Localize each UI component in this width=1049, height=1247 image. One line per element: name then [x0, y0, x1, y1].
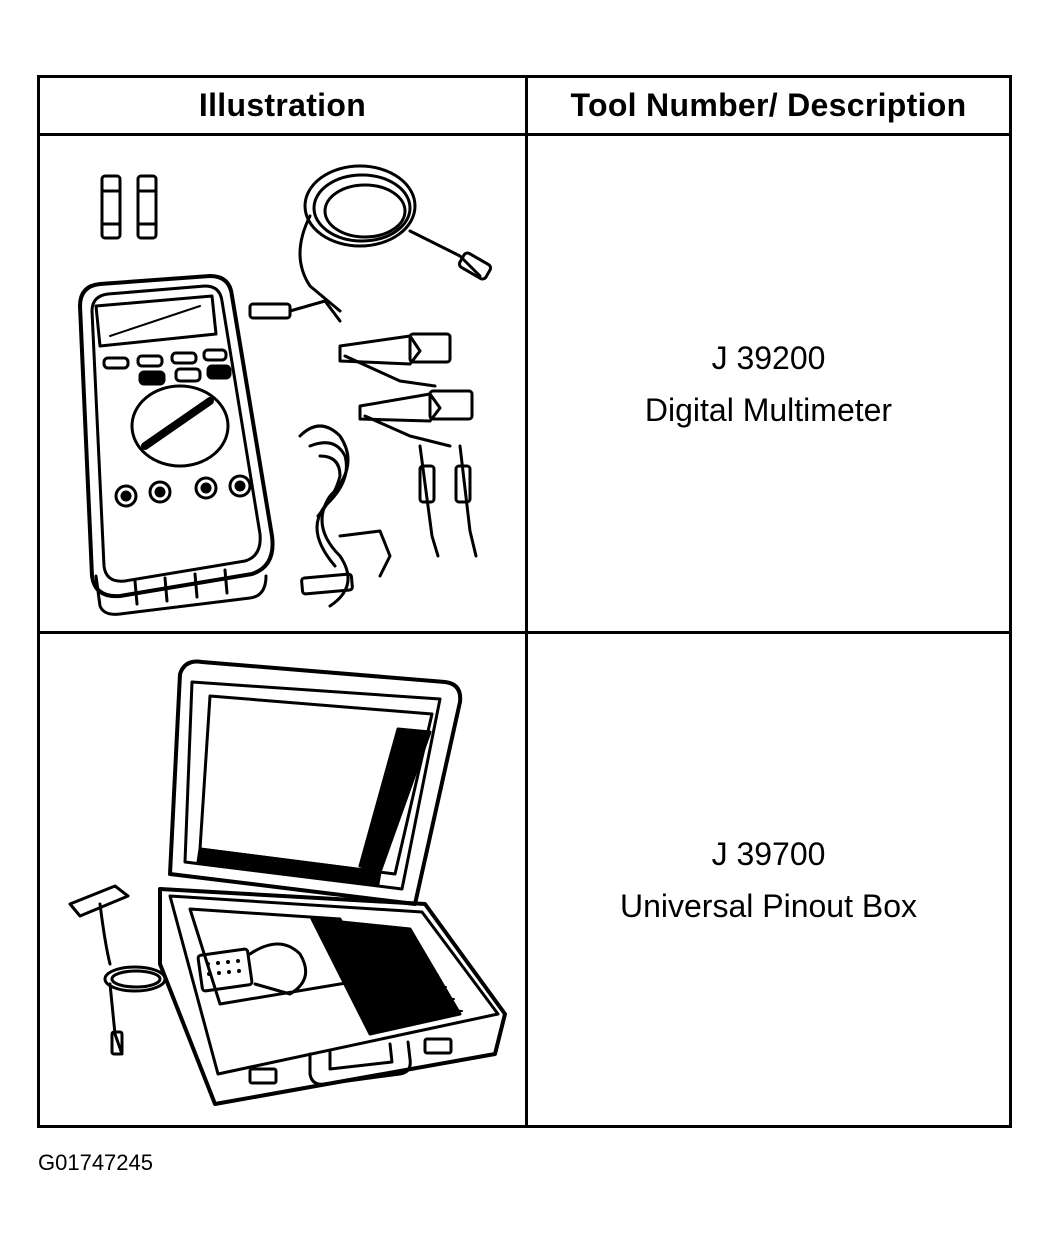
table-row: J 39200 Digital Multimeter	[40, 136, 1009, 634]
table-header-row: Illustration Tool Number/ Description	[40, 78, 1009, 136]
illustration-cell	[40, 634, 525, 1125]
tool-description: Universal Pinout Box	[619, 887, 918, 924]
illustration-cell	[40, 136, 525, 631]
tools-table: Illustration Tool Number/ Description	[37, 75, 1012, 1128]
tool-description: Digital Multimeter	[644, 391, 893, 428]
description-header: Tool Number/ Description	[570, 87, 967, 123]
description-cell: J 39700 Universal Pinout Box	[528, 634, 1009, 1125]
pinout-box-case-icon	[68, 659, 507, 1106]
description-cell: J 39200 Digital Multimeter	[528, 136, 1009, 631]
figure-code: G01747245	[38, 1150, 153, 1175]
tool-number: J 39200	[711, 339, 826, 376]
table-row: J 39700 Universal Pinout Box	[40, 634, 1009, 1125]
tool-number: J 39700	[711, 835, 826, 872]
illustration-header: Illustration	[198, 87, 367, 123]
column-divider	[525, 78, 528, 1125]
digital-multimeter-kit-icon	[78, 164, 493, 616]
